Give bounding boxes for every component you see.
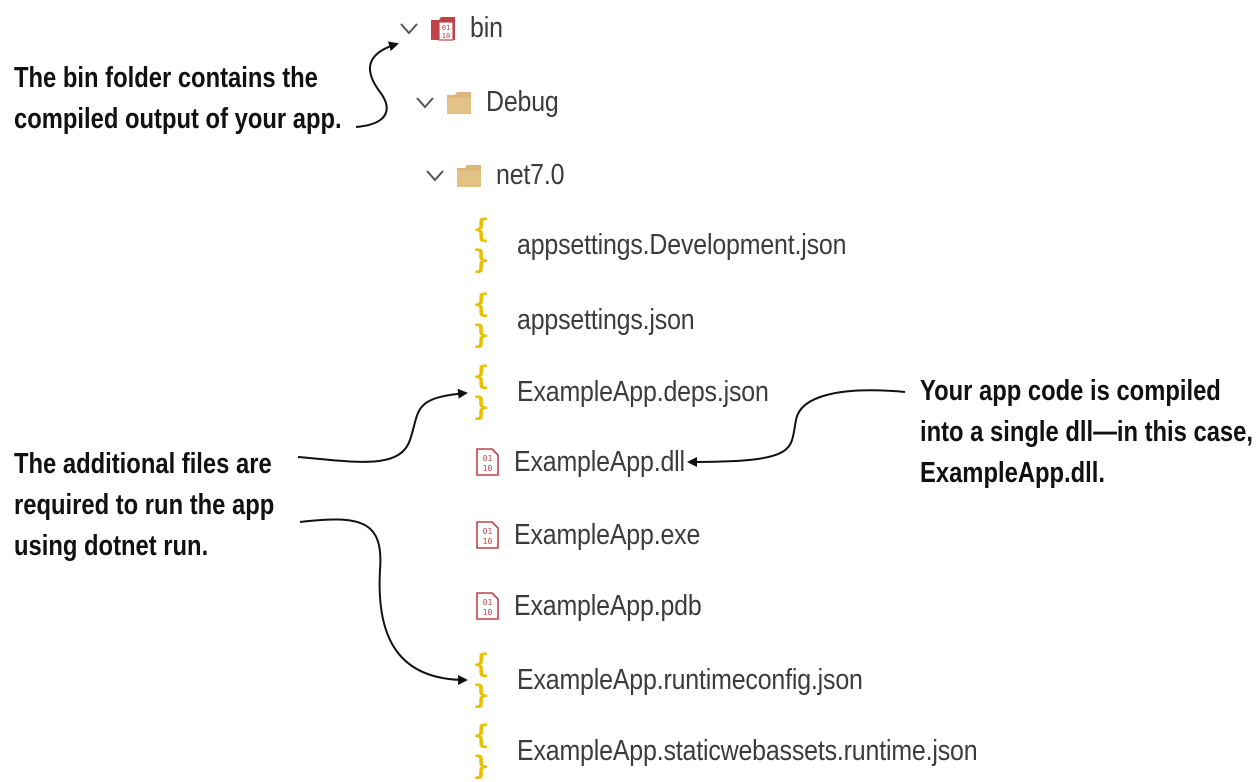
- svg-text:10: 10: [483, 608, 493, 617]
- svg-text:10: 10: [483, 464, 493, 473]
- callout-line: The additional files are: [14, 448, 272, 480]
- file-label: ExampleApp.dll: [514, 445, 685, 478]
- callout-app-code: Your app code is compiled into a single …: [920, 371, 1253, 494]
- file-label: appsettings.Development.json: [517, 228, 847, 261]
- tree-item-bin[interactable]: 01 10 bin: [398, 8, 508, 48]
- file-label: appsettings.json: [517, 303, 695, 336]
- folder-icon: [457, 165, 481, 187]
- arrow-runtimeconfig-json: [299, 518, 468, 685]
- folder-label-debug: Debug: [486, 85, 559, 118]
- tree-item-debug[interactable]: Debug: [414, 82, 570, 122]
- callout-line: required to run the app: [14, 489, 275, 521]
- callout-line: into a single dll—in this case,: [920, 416, 1253, 448]
- binary-file-icon: 01 10: [476, 592, 499, 620]
- folder-icon: [447, 92, 471, 114]
- file-label: ExampleApp.runtimeconfig.json: [517, 663, 863, 696]
- callout-additional-files: The additional files are required to run…: [14, 444, 274, 567]
- arrow-dll: [687, 389, 906, 467]
- file-item[interactable]: { } ExampleApp.staticwebassets.runtime.j…: [473, 720, 1052, 782]
- arrow-deps-json: [297, 388, 468, 463]
- chevron-down-icon[interactable]: [414, 91, 436, 113]
- json-file-icon: { }: [473, 361, 489, 423]
- file-item[interactable]: 01 10 ExampleApp.pdb: [474, 586, 732, 626]
- callout-line: using dotnet run.: [14, 530, 209, 562]
- callout-line: The bin folder contains the: [14, 62, 318, 94]
- binary-file-icon: 01 10: [476, 521, 499, 549]
- file-label: ExampleApp.staticwebassets.runtime.json: [517, 734, 978, 767]
- folder-label-bin: bin: [470, 11, 503, 44]
- file-item[interactable]: { } appsettings.json: [473, 289, 723, 351]
- svg-text:01: 01: [483, 527, 493, 536]
- file-item[interactable]: 01 10 ExampleApp.exe: [474, 515, 730, 555]
- svg-text:01: 01: [483, 598, 493, 607]
- callout-line: ExampleApp.dll.: [920, 457, 1105, 489]
- svg-text:10: 10: [483, 537, 493, 546]
- tree-item-net[interactable]: net7.0: [424, 155, 575, 195]
- callout-line: Your app code is compiled: [920, 375, 1221, 407]
- file-label: ExampleApp.deps.json: [517, 375, 769, 408]
- json-file-icon: { }: [473, 289, 489, 351]
- file-item[interactable]: { } ExampleApp.runtimeconfig.json: [473, 649, 919, 711]
- svg-text:10: 10: [442, 32, 450, 40]
- chevron-down-icon[interactable]: [424, 164, 446, 186]
- file-item[interactable]: { } ExampleApp.deps.json: [473, 361, 810, 423]
- svg-text:01: 01: [442, 24, 450, 32]
- folder-label-net: net7.0: [496, 158, 565, 191]
- file-label: ExampleApp.pdb: [514, 589, 702, 622]
- callout-bin-folder: The bin folder contains the compiled out…: [14, 58, 342, 140]
- json-file-icon: { }: [473, 649, 489, 711]
- chevron-down-icon[interactable]: [398, 17, 420, 39]
- json-file-icon: { }: [473, 214, 489, 276]
- binary-folder-icon: 01 10: [431, 17, 455, 41]
- file-label: ExampleApp.exe: [514, 518, 701, 551]
- binary-file-icon: 01 10: [476, 448, 499, 476]
- svg-text:01: 01: [483, 454, 493, 463]
- callout-line: compiled output of your app.: [14, 103, 342, 135]
- file-item[interactable]: 01 10 ExampleApp.dll: [474, 442, 713, 482]
- file-item[interactable]: { } appsettings.Development.json: [473, 214, 900, 276]
- arrow-bin-folder: [355, 41, 399, 128]
